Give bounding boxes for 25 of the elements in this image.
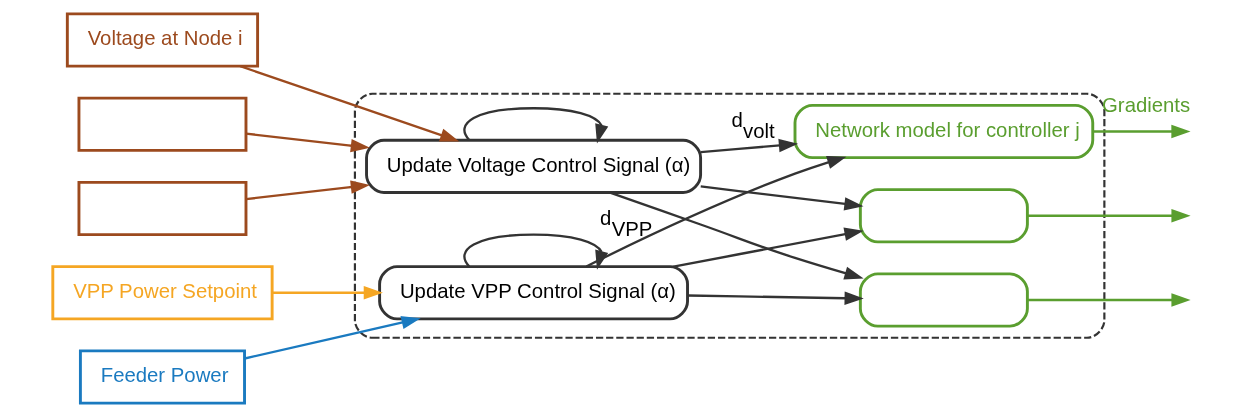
node-box — [77, 180, 248, 237]
arrow — [700, 138, 799, 154]
node-box: VPP Power Setpoint — [51, 265, 274, 321]
arrow — [673, 227, 864, 268]
node-box: Network model for controller j — [793, 103, 1095, 160]
arrow — [700, 185, 864, 211]
arrow — [1027, 209, 1191, 223]
node-box: Voltage at Node i — [65, 12, 260, 68]
arrow — [463, 107, 609, 144]
arrow — [244, 315, 421, 360]
node-box — [77, 96, 248, 152]
node-box — [858, 272, 1029, 328]
arrow — [245, 132, 370, 153]
arrow — [272, 286, 383, 300]
arrow — [1092, 124, 1191, 139]
node-box: Feeder Power — [78, 349, 246, 405]
arrow — [1027, 293, 1191, 307]
node-box: Update Voltage Control Signal (α) — [365, 138, 703, 194]
arrow — [239, 65, 460, 142]
node-box: Update VPP Control Signal (α) — [378, 265, 689, 321]
arrow — [687, 291, 864, 305]
node-box — [858, 188, 1029, 244]
edge-label: Gradients — [1102, 94, 1191, 117]
arrow — [245, 180, 370, 201]
arrow — [609, 191, 864, 280]
